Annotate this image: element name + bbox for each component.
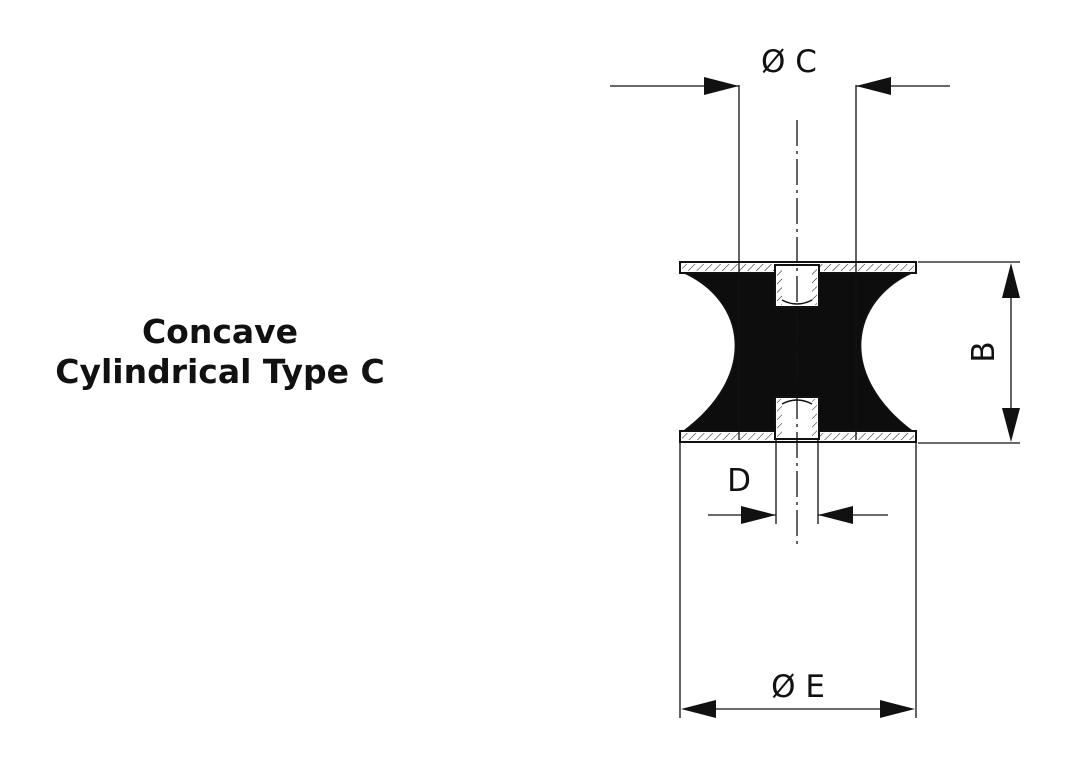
dimension-b-label: B: [966, 341, 1002, 362]
title-line-1: Concave: [141, 312, 299, 351]
dimension-b: B: [918, 261, 1020, 444]
dimension-d: D: [708, 440, 888, 524]
dimension-c-label: Ø C: [761, 44, 817, 80]
product-title: Concave Cylindrical Type C: [40, 312, 400, 392]
dimension-e-label: Ø E: [771, 669, 825, 705]
title-line-2: Cylindrical Type C: [55, 352, 385, 391]
dimension-e: Ø E: [679, 443, 917, 718]
dimension-c: Ø C: [610, 44, 950, 440]
dimension-d-label: D: [727, 463, 751, 499]
